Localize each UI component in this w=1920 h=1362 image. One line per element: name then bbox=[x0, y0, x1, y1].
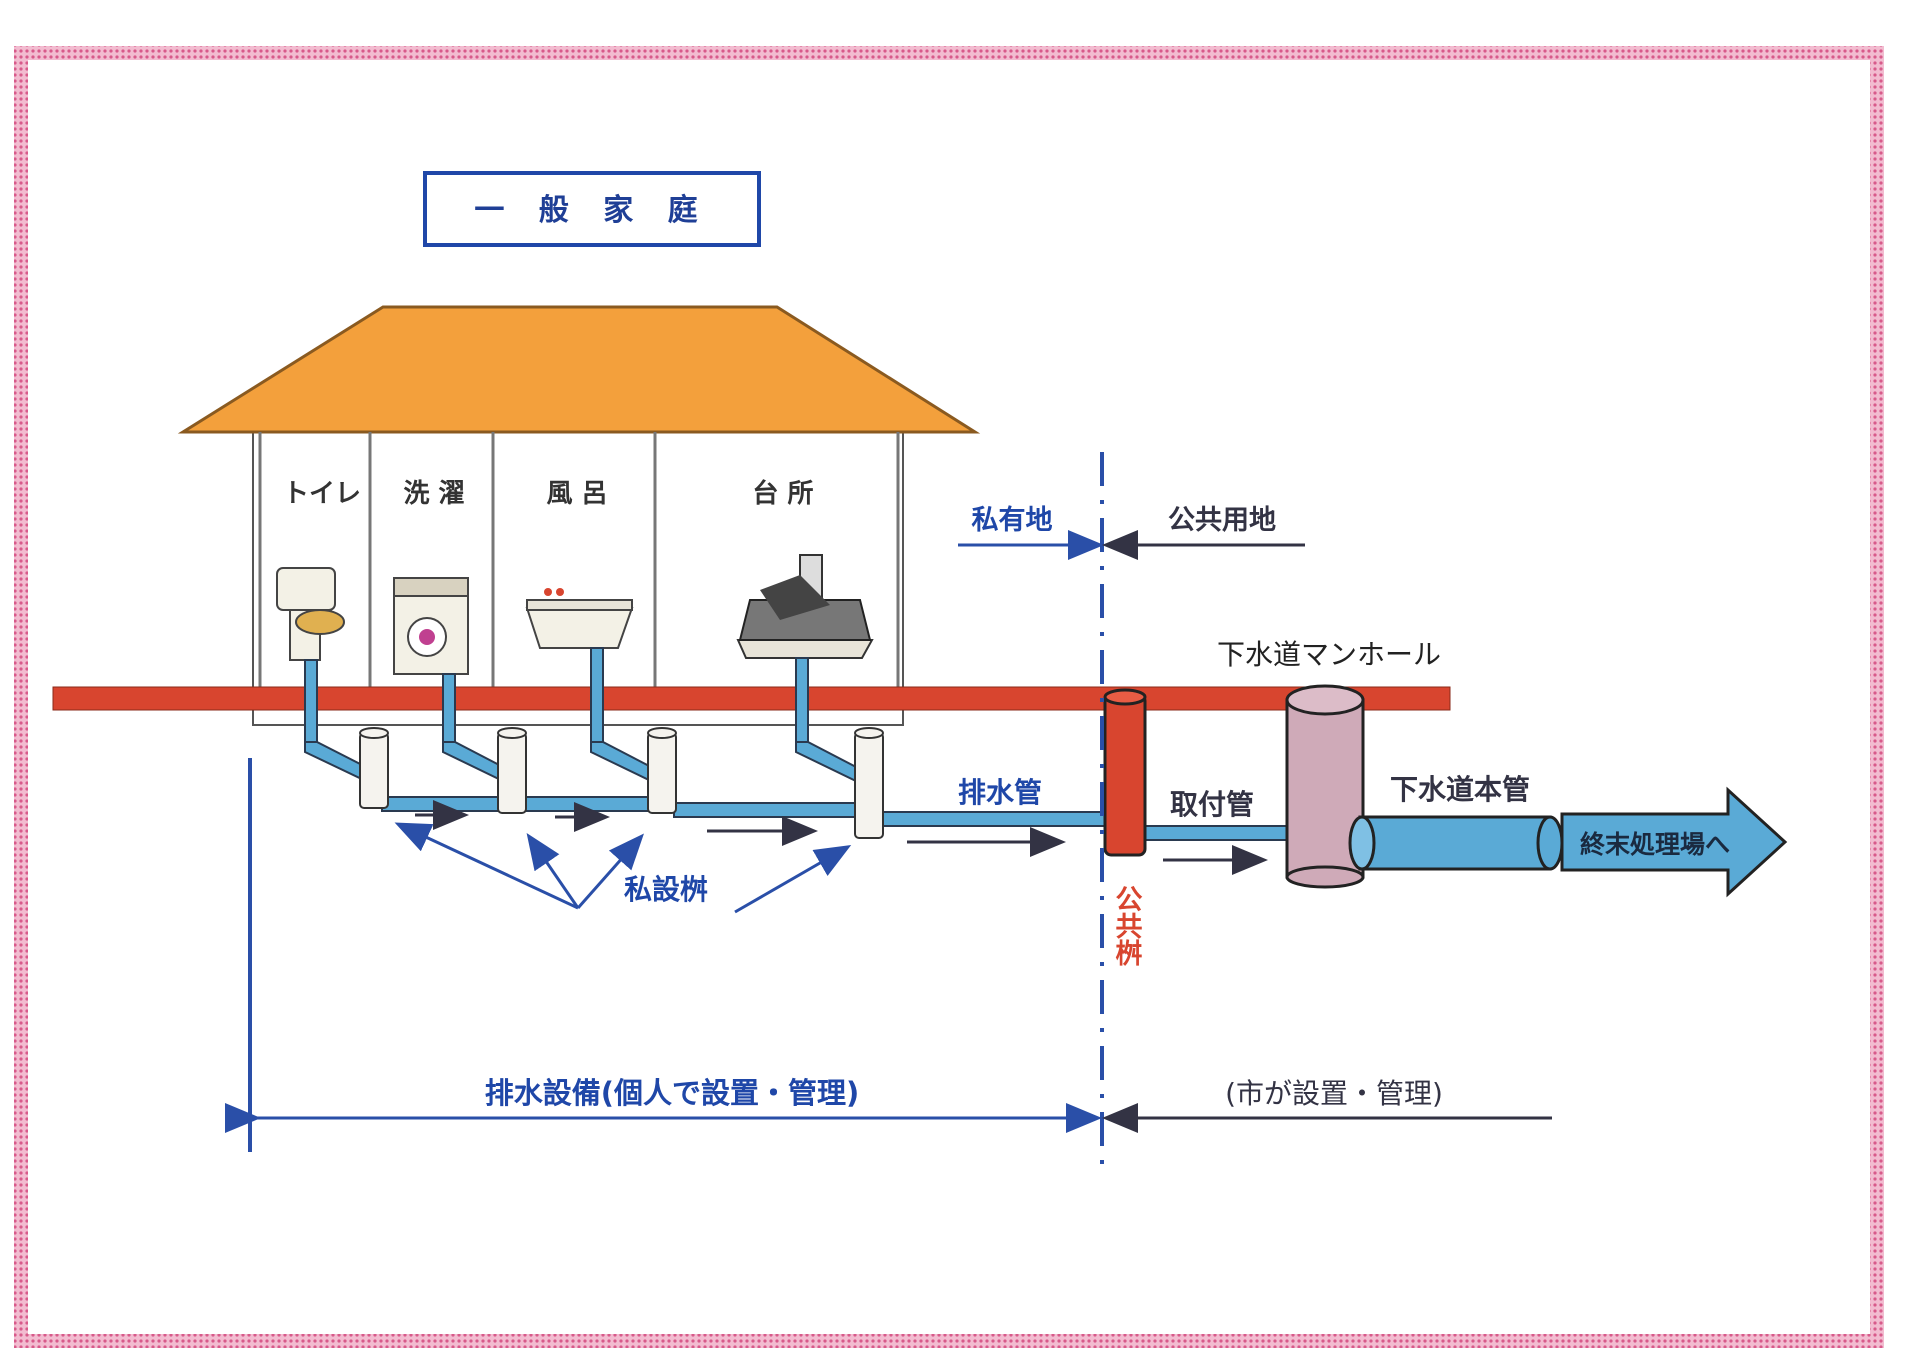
drain-pipe-label: 排水管 bbox=[958, 776, 1042, 809]
room-label-laundry: 洗 濯 bbox=[403, 479, 464, 509]
title-box: 一 般 家 庭 bbox=[423, 171, 761, 247]
city-managed-label: (市が設置・管理) bbox=[1225, 1077, 1443, 1110]
page-frame bbox=[14, 46, 1884, 1348]
kitchen-sink-icon bbox=[736, 554, 874, 659]
room-label-bath: 風 呂 bbox=[546, 479, 607, 509]
drainage-facility-label: 排水設備(個人で設置・管理) bbox=[485, 1076, 860, 1110]
public-basin-label: 公共桝 bbox=[1111, 885, 1143, 967]
bathtub-icon bbox=[525, 588, 634, 649]
house bbox=[177, 305, 981, 726]
title-text: 一 般 家 庭 bbox=[474, 193, 709, 228]
sewer-main-label: 下水道本管 bbox=[1390, 773, 1530, 806]
connection-pipe-label: 取付管 bbox=[1170, 788, 1254, 821]
roof bbox=[177, 305, 981, 434]
public-land-label: 公共用地 bbox=[1168, 505, 1276, 536]
treatment-plant-label: 終末処理場へ bbox=[1580, 830, 1730, 859]
private-basin-label: 私設桝 bbox=[624, 873, 708, 906]
private-land-label: 私有地 bbox=[972, 505, 1053, 536]
toilet-icon bbox=[276, 567, 345, 661]
room-label-kitchen: 台 所 bbox=[752, 478, 813, 509]
ground-line bbox=[52, 686, 1451, 711]
room-label-toilet: トイレ bbox=[283, 479, 361, 509]
sewer-main-pipe bbox=[1348, 815, 1564, 871]
flow-arrows bbox=[415, 800, 1268, 875]
treatment-plant-arrow: 終末処理場へ bbox=[1560, 786, 1788, 898]
manhole bbox=[1285, 684, 1365, 889]
private-basin-callouts bbox=[394, 822, 852, 914]
manhole-label: 下水道マンホール bbox=[1217, 638, 1441, 671]
private-basins bbox=[359, 727, 884, 839]
public-basin bbox=[1103, 688, 1147, 857]
washing-machine-icon bbox=[393, 577, 469, 675]
